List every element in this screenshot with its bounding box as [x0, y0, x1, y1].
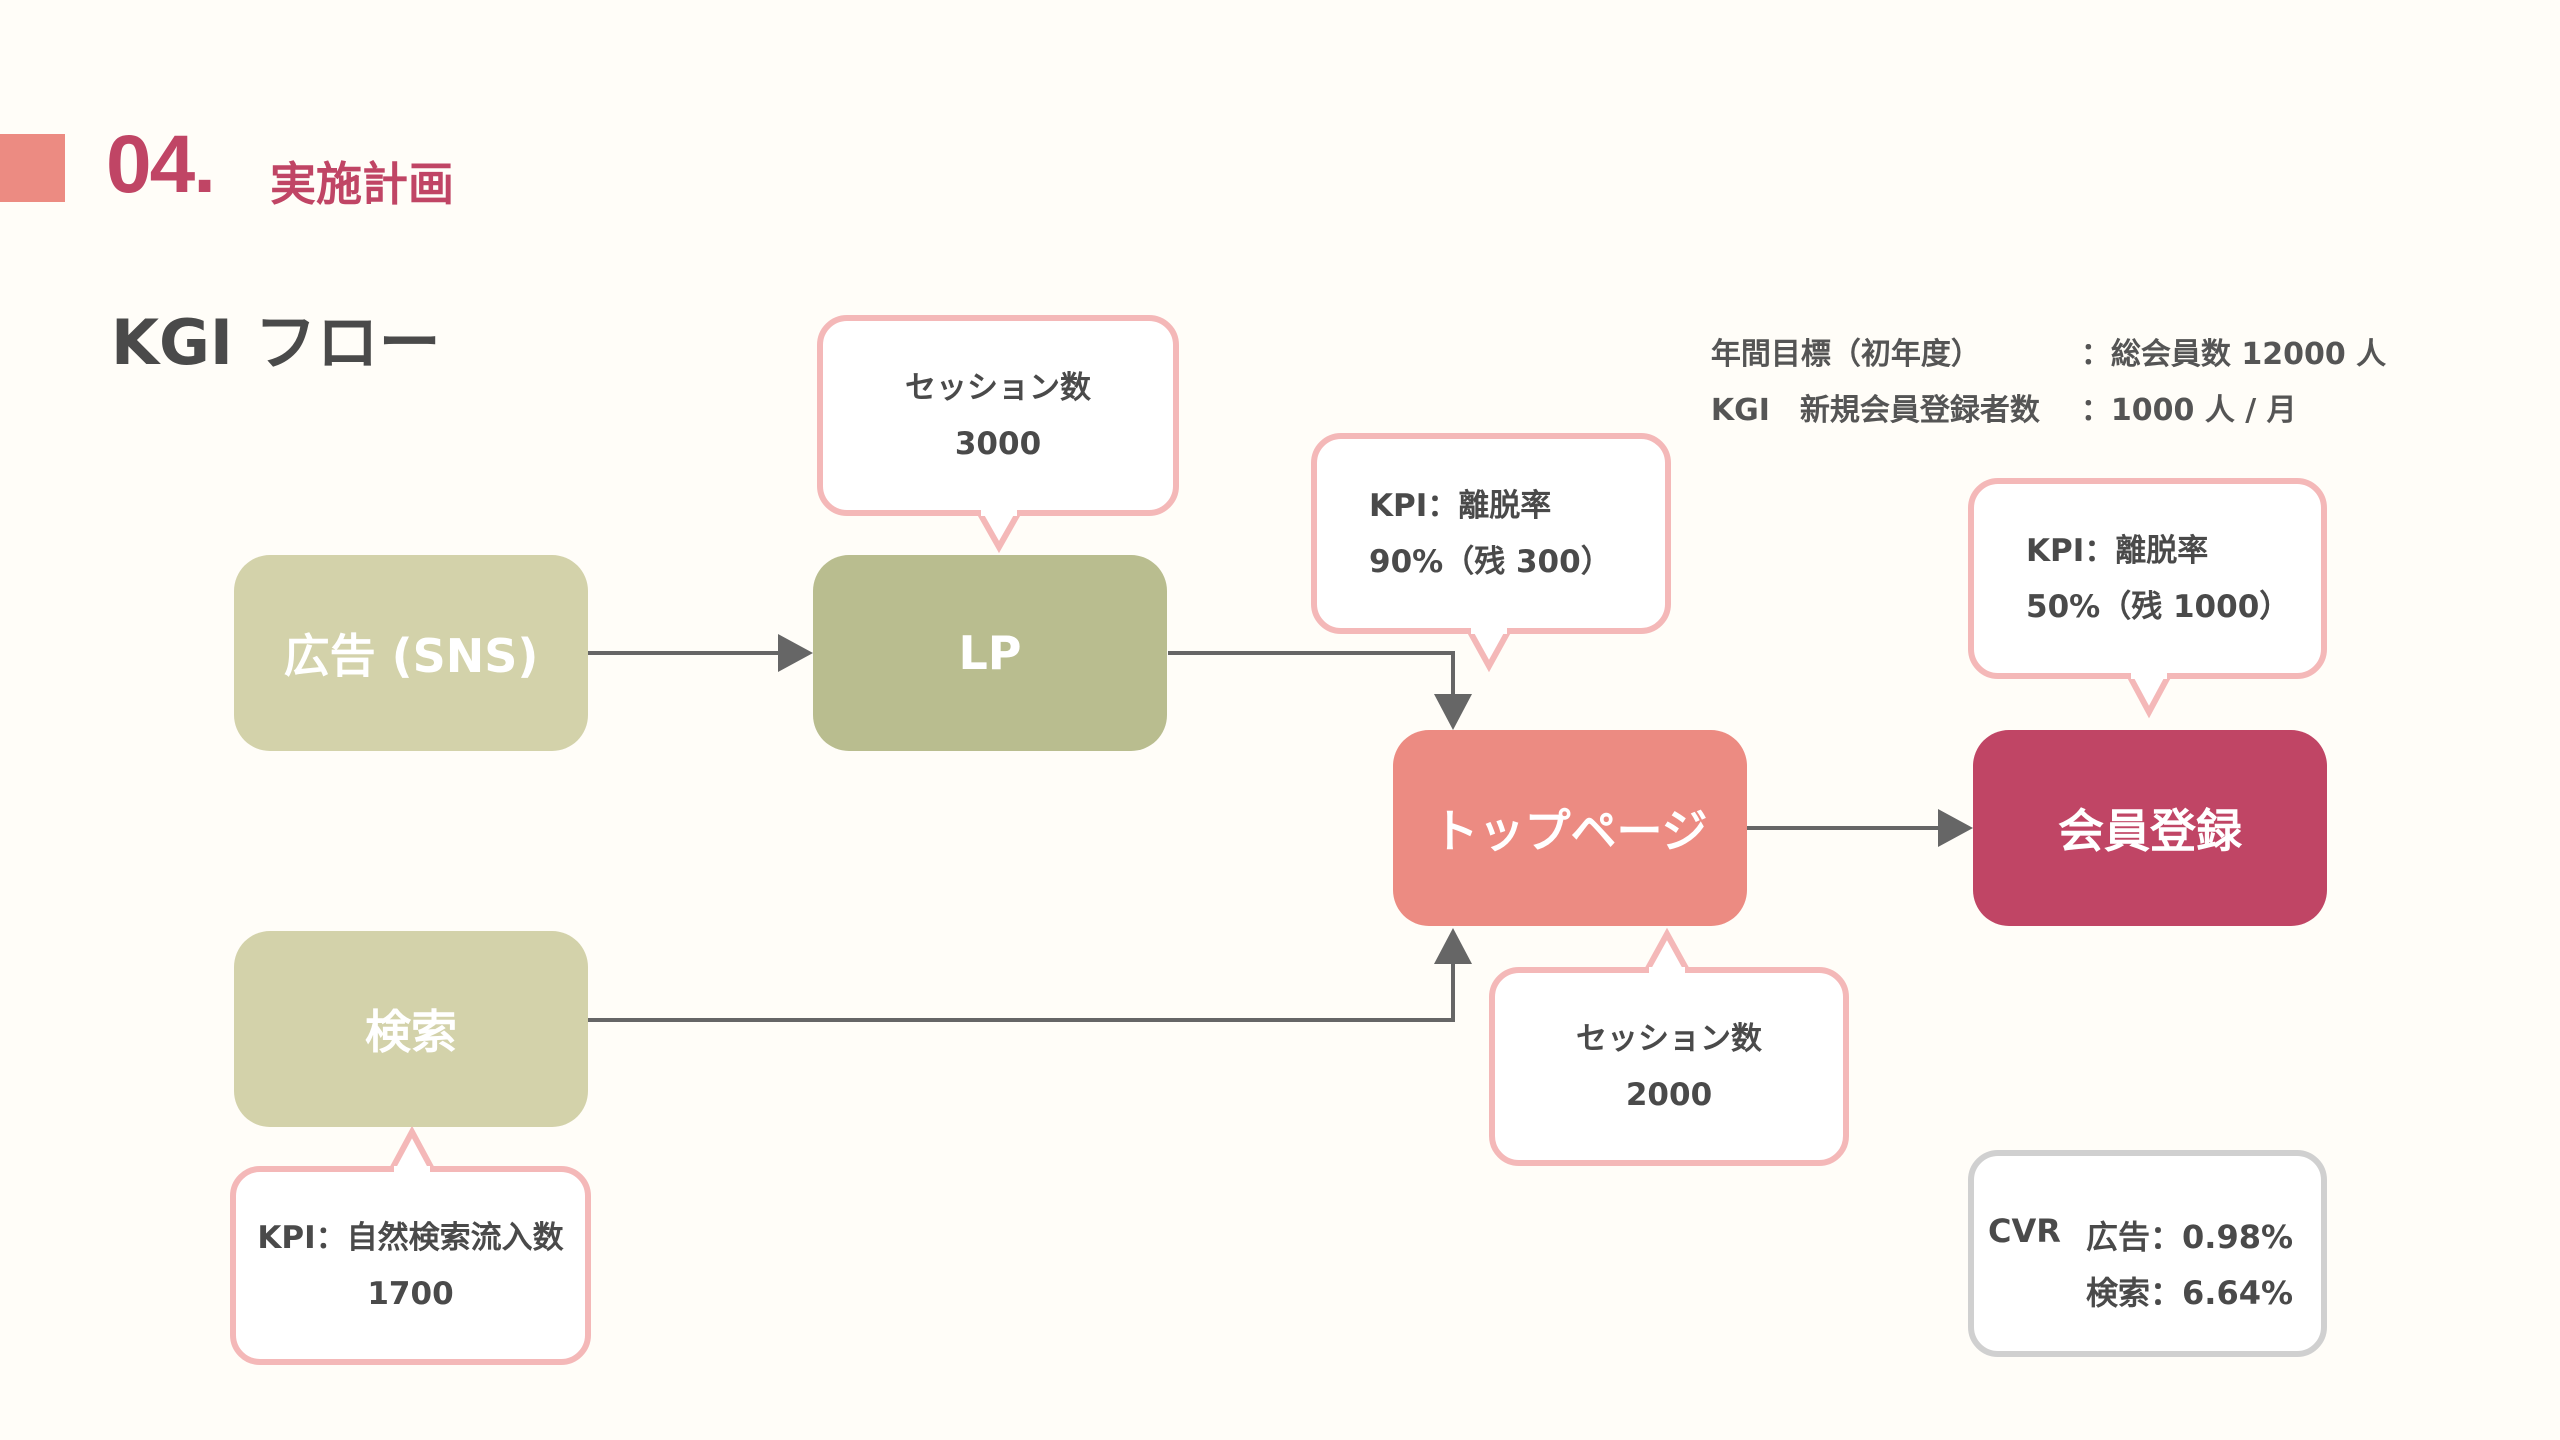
- callout-value: 50%（残 1000）: [2026, 588, 2291, 625]
- callout-line: KPI：離脱率: [1369, 487, 1552, 524]
- goal-annual-value: ：総会員数 12000 人: [2080, 337, 2387, 372]
- node-top-label: トップページ: [1432, 804, 1708, 858]
- node-search-label: 検索: [365, 1005, 457, 1059]
- goal-annual: 年間目標（初年度） ：総会員数 12000 人: [1690, 294, 2386, 373]
- section-number: 04.: [106, 119, 216, 210]
- callout-search-kpi: KPI：自然検索流入数 1700: [230, 1166, 591, 1365]
- arrowhead-icon: [1938, 809, 1973, 847]
- header-accent-square: [0, 134, 65, 202]
- goal-kgi: KGI 新規会員登録者数 ：1000 人 / 月: [1690, 350, 2297, 429]
- node-ad-sns: 広告 (SNS): [234, 555, 588, 751]
- callout-line: KPI：自然検索流入数: [257, 1219, 564, 1256]
- node-lp-label: LP: [958, 626, 1022, 680]
- callout-value: 3000: [954, 425, 1042, 462]
- cvr-label: CVR: [1988, 1212, 2061, 1250]
- node-member-register: 会員登録: [1973, 730, 2327, 926]
- callout-value: 1700: [367, 1275, 454, 1312]
- callout-top-bounce-rate: KPI：離脱率 90%（残 300）: [1311, 433, 1671, 634]
- cvr-row-value: ：6.64%: [2150, 1274, 2294, 1312]
- cvr-row-name: 広告: [2086, 1218, 2151, 1256]
- node-search: 検索: [234, 931, 588, 1127]
- cvr-row-search: 検索：6.64%: [2086, 1268, 2293, 1314]
- cvr-row-value: ：0.98%: [2150, 1218, 2294, 1256]
- goal-kgi-value: ：1000 人 / 月: [2080, 393, 2297, 428]
- cvr-row-ad: 広告：0.98%: [2086, 1212, 2293, 1258]
- callout-value: 90%（残 300）: [1369, 543, 1612, 580]
- tail-joint: [2131, 669, 2167, 679]
- cvr-row-name: 検索: [2086, 1274, 2151, 1312]
- arrow-search-to-top: [588, 962, 1455, 1022]
- callout-lp-sessions: セッション数 3000: [817, 315, 1179, 516]
- callout-value: 2000: [1625, 1076, 1713, 1113]
- page-subtitle: KGI フロー: [111, 306, 441, 379]
- arrowhead-icon: [1434, 694, 1472, 730]
- callout-line: セッション数: [1576, 1020, 1762, 1057]
- tail-joint: [981, 506, 1017, 516]
- arrowhead-icon: [778, 634, 813, 672]
- section-title: 実施計画: [270, 157, 454, 211]
- goal-kgi-label: KGI 新規会員登録者数: [1710, 393, 2040, 428]
- callout-top-sessions: セッション数 2000: [1489, 967, 1849, 1166]
- node-lp: LP: [813, 555, 1167, 751]
- callout-line: KPI：離脱率: [2026, 532, 2209, 569]
- callout-line: セッション数: [905, 369, 1091, 406]
- arrow-lp-to-top: [1168, 651, 1455, 696]
- arrowhead-icon: [1434, 928, 1472, 964]
- tail-joint: [1649, 967, 1685, 977]
- tail-joint: [1471, 624, 1507, 634]
- goal-annual-label: 年間目標（初年度）: [1710, 337, 1981, 372]
- tail-joint: [394, 1166, 430, 1176]
- callout-register-bounce-rate: KPI：離脱率 50%（残 1000）: [1968, 478, 2327, 679]
- cvr-summary-box: CVR 広告：0.98% 検索：6.64%: [1968, 1150, 2327, 1357]
- node-ad-label: 広告 (SNS): [283, 629, 539, 683]
- node-top-page: トップページ: [1393, 730, 1747, 926]
- node-register-label: 会員登録: [2058, 804, 2242, 858]
